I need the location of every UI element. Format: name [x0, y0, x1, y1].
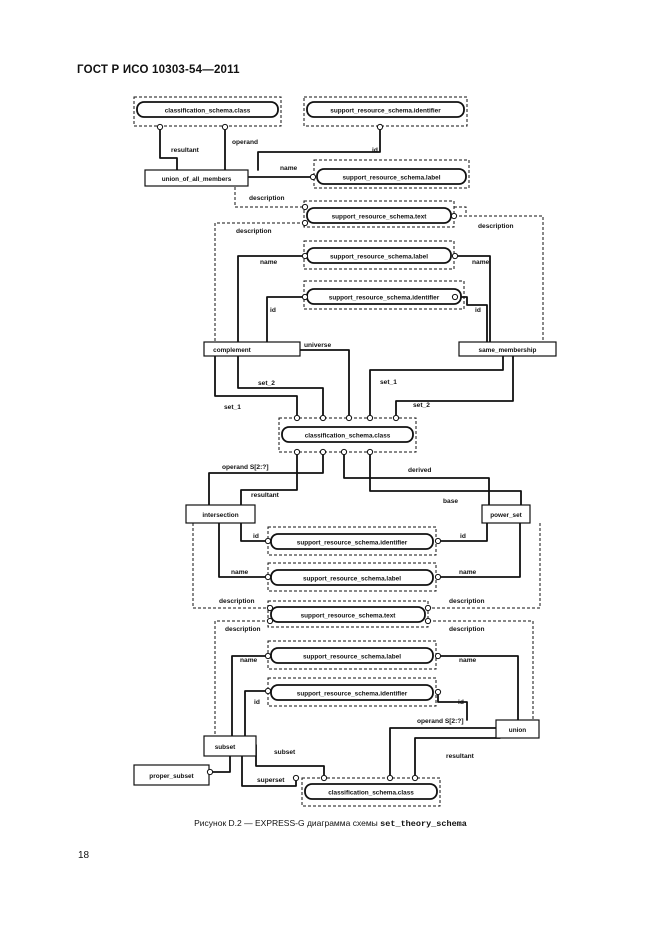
- ref-label-mid: support_resource_schema.label: [303, 240, 455, 270]
- box-label: support_resource_schema.text: [301, 612, 397, 619]
- box-label: classification_schema.class: [328, 789, 414, 796]
- attribute-label: operand S[2:?]: [417, 718, 464, 725]
- entity-proper-subset: proper_subset: [133, 764, 210, 786]
- attribute-label: name: [240, 657, 258, 664]
- attribute-label: description: [219, 598, 255, 605]
- attribute-label: set_2: [258, 380, 275, 387]
- attribute-label: id: [270, 307, 276, 314]
- relationship-lines: [159, 126, 522, 787]
- entity-boxes: union_of_all_members complement same_mem…: [133, 169, 557, 786]
- attribute-label: derived: [408, 467, 431, 474]
- box-label: proper_subset: [149, 773, 194, 780]
- attribute-label: resultant: [251, 492, 280, 499]
- relationship-end-circles: [156, 123, 459, 782]
- reference-boxes: classification_schema.class support_reso…: [133, 96, 470, 807]
- figure-caption: Рисунок D.2 — EXPRESS-G диаграмма схемы …: [0, 818, 661, 829]
- attribute-label: description: [449, 626, 485, 633]
- attribute-label: operand: [232, 139, 258, 146]
- attribute-label: description: [225, 626, 261, 633]
- ref-label: classification_schema.class: [165, 107, 251, 114]
- entity-intersection: intersection: [185, 504, 256, 524]
- caption-schema-name: set_theory_schema: [380, 819, 467, 829]
- attribute-label: name: [260, 259, 278, 266]
- box-label: classification_schema.class: [305, 432, 391, 439]
- ref-label-top: support_resource_schema.label: [313, 159, 470, 189]
- optional-relationship-lines: [192, 187, 544, 736]
- ref-label-bottom: support_resource_schema.label: [267, 640, 437, 670]
- box-label: support_resource_schema.identifier: [330, 107, 441, 114]
- attribute-label: superset: [257, 777, 285, 784]
- page-number: 18: [78, 850, 90, 861]
- caption-prefix: Рисунок D.2 — EXPRESS-G диаграмма схемы: [194, 818, 378, 828]
- entity-power-set: power_set: [481, 504, 531, 524]
- attribute-label: name: [459, 569, 477, 576]
- entity-same-membership: same_membership: [458, 341, 557, 357]
- attribute-labels: resultant operand id name description de…: [171, 139, 514, 784]
- box-label: power_set: [490, 512, 522, 519]
- attribute-label: set_2: [413, 402, 430, 409]
- box-label: support_resource_schema.label: [342, 174, 440, 181]
- attribute-label: base: [443, 498, 458, 505]
- entity-union-of-all-members: union_of_all_members: [144, 169, 249, 187]
- attribute-label: operand S[2:?]: [222, 464, 269, 471]
- ref-label-lower: support_resource_schema.label: [267, 562, 437, 592]
- attribute-label: id: [460, 533, 466, 540]
- attribute-label: id: [253, 533, 259, 540]
- box-label: union_of_all_members: [162, 176, 232, 183]
- attribute-label: description: [478, 223, 514, 230]
- ref-classification-schema-class-top: classification_schema.class: [133, 96, 282, 127]
- ref-identifier-lower: support_resource_schema.identifier: [267, 526, 437, 556]
- attribute-label: description: [249, 195, 285, 202]
- box-label: subset: [215, 744, 236, 751]
- attribute-label: resultant: [171, 147, 200, 154]
- ref-text-upper: support_resource_schema.text: [303, 200, 455, 228]
- ref-identifier-top: support_resource_schema.identifier: [303, 96, 468, 127]
- attribute-label: description: [449, 598, 485, 605]
- ref-identifier-bottom: support_resource_schema.identifier: [267, 677, 437, 707]
- box-label: support_resource_schema.label: [330, 253, 428, 260]
- document-header: ГОСТ Р ИСО 10303-54—2011: [77, 64, 240, 76]
- box-label: intersection: [202, 512, 238, 519]
- ref-classification-schema-class-bottom: classification_schema.class: [301, 777, 441, 807]
- ref-text-lower: support_resource_schema.text: [267, 600, 429, 628]
- attribute-label: name: [231, 569, 249, 576]
- box-label: support_resource_schema.label: [303, 653, 401, 660]
- attribute-label: id: [372, 147, 378, 154]
- box-label: support_resource_schema.label: [303, 575, 401, 582]
- box-label: union: [509, 727, 526, 734]
- box-label: support_resource_schema.identifier: [329, 294, 440, 301]
- attribute-label: universe: [304, 342, 331, 349]
- ref-classification-schema-class-center: classification_schema.class: [278, 417, 417, 453]
- box-label: support_resource_schema.identifier: [297, 539, 408, 546]
- attribute-label: id: [475, 307, 481, 314]
- attribute-label: set_1: [380, 379, 397, 386]
- attribute-label: name: [459, 657, 477, 664]
- box-label: complement: [213, 347, 252, 354]
- box-label: same_membership: [479, 347, 537, 354]
- entity-union: union: [495, 719, 540, 739]
- attribute-label: name: [280, 165, 298, 172]
- box-label: support_resource_schema.identifier: [297, 690, 408, 697]
- attribute-label: id: [458, 699, 464, 706]
- attribute-label: set_1: [224, 404, 241, 411]
- ref-identifier-mid: support_resource_schema.identifier: [303, 280, 465, 310]
- attribute-label: id: [254, 699, 260, 706]
- attribute-label: name: [472, 259, 490, 266]
- box-label: support_resource_schema.text: [332, 213, 428, 220]
- entity-complement: complement: [203, 341, 301, 357]
- entity-subset: subset: [203, 735, 257, 757]
- attribute-label: description: [236, 228, 272, 235]
- attribute-label: subset: [274, 749, 296, 756]
- attribute-label: resultant: [446, 753, 475, 760]
